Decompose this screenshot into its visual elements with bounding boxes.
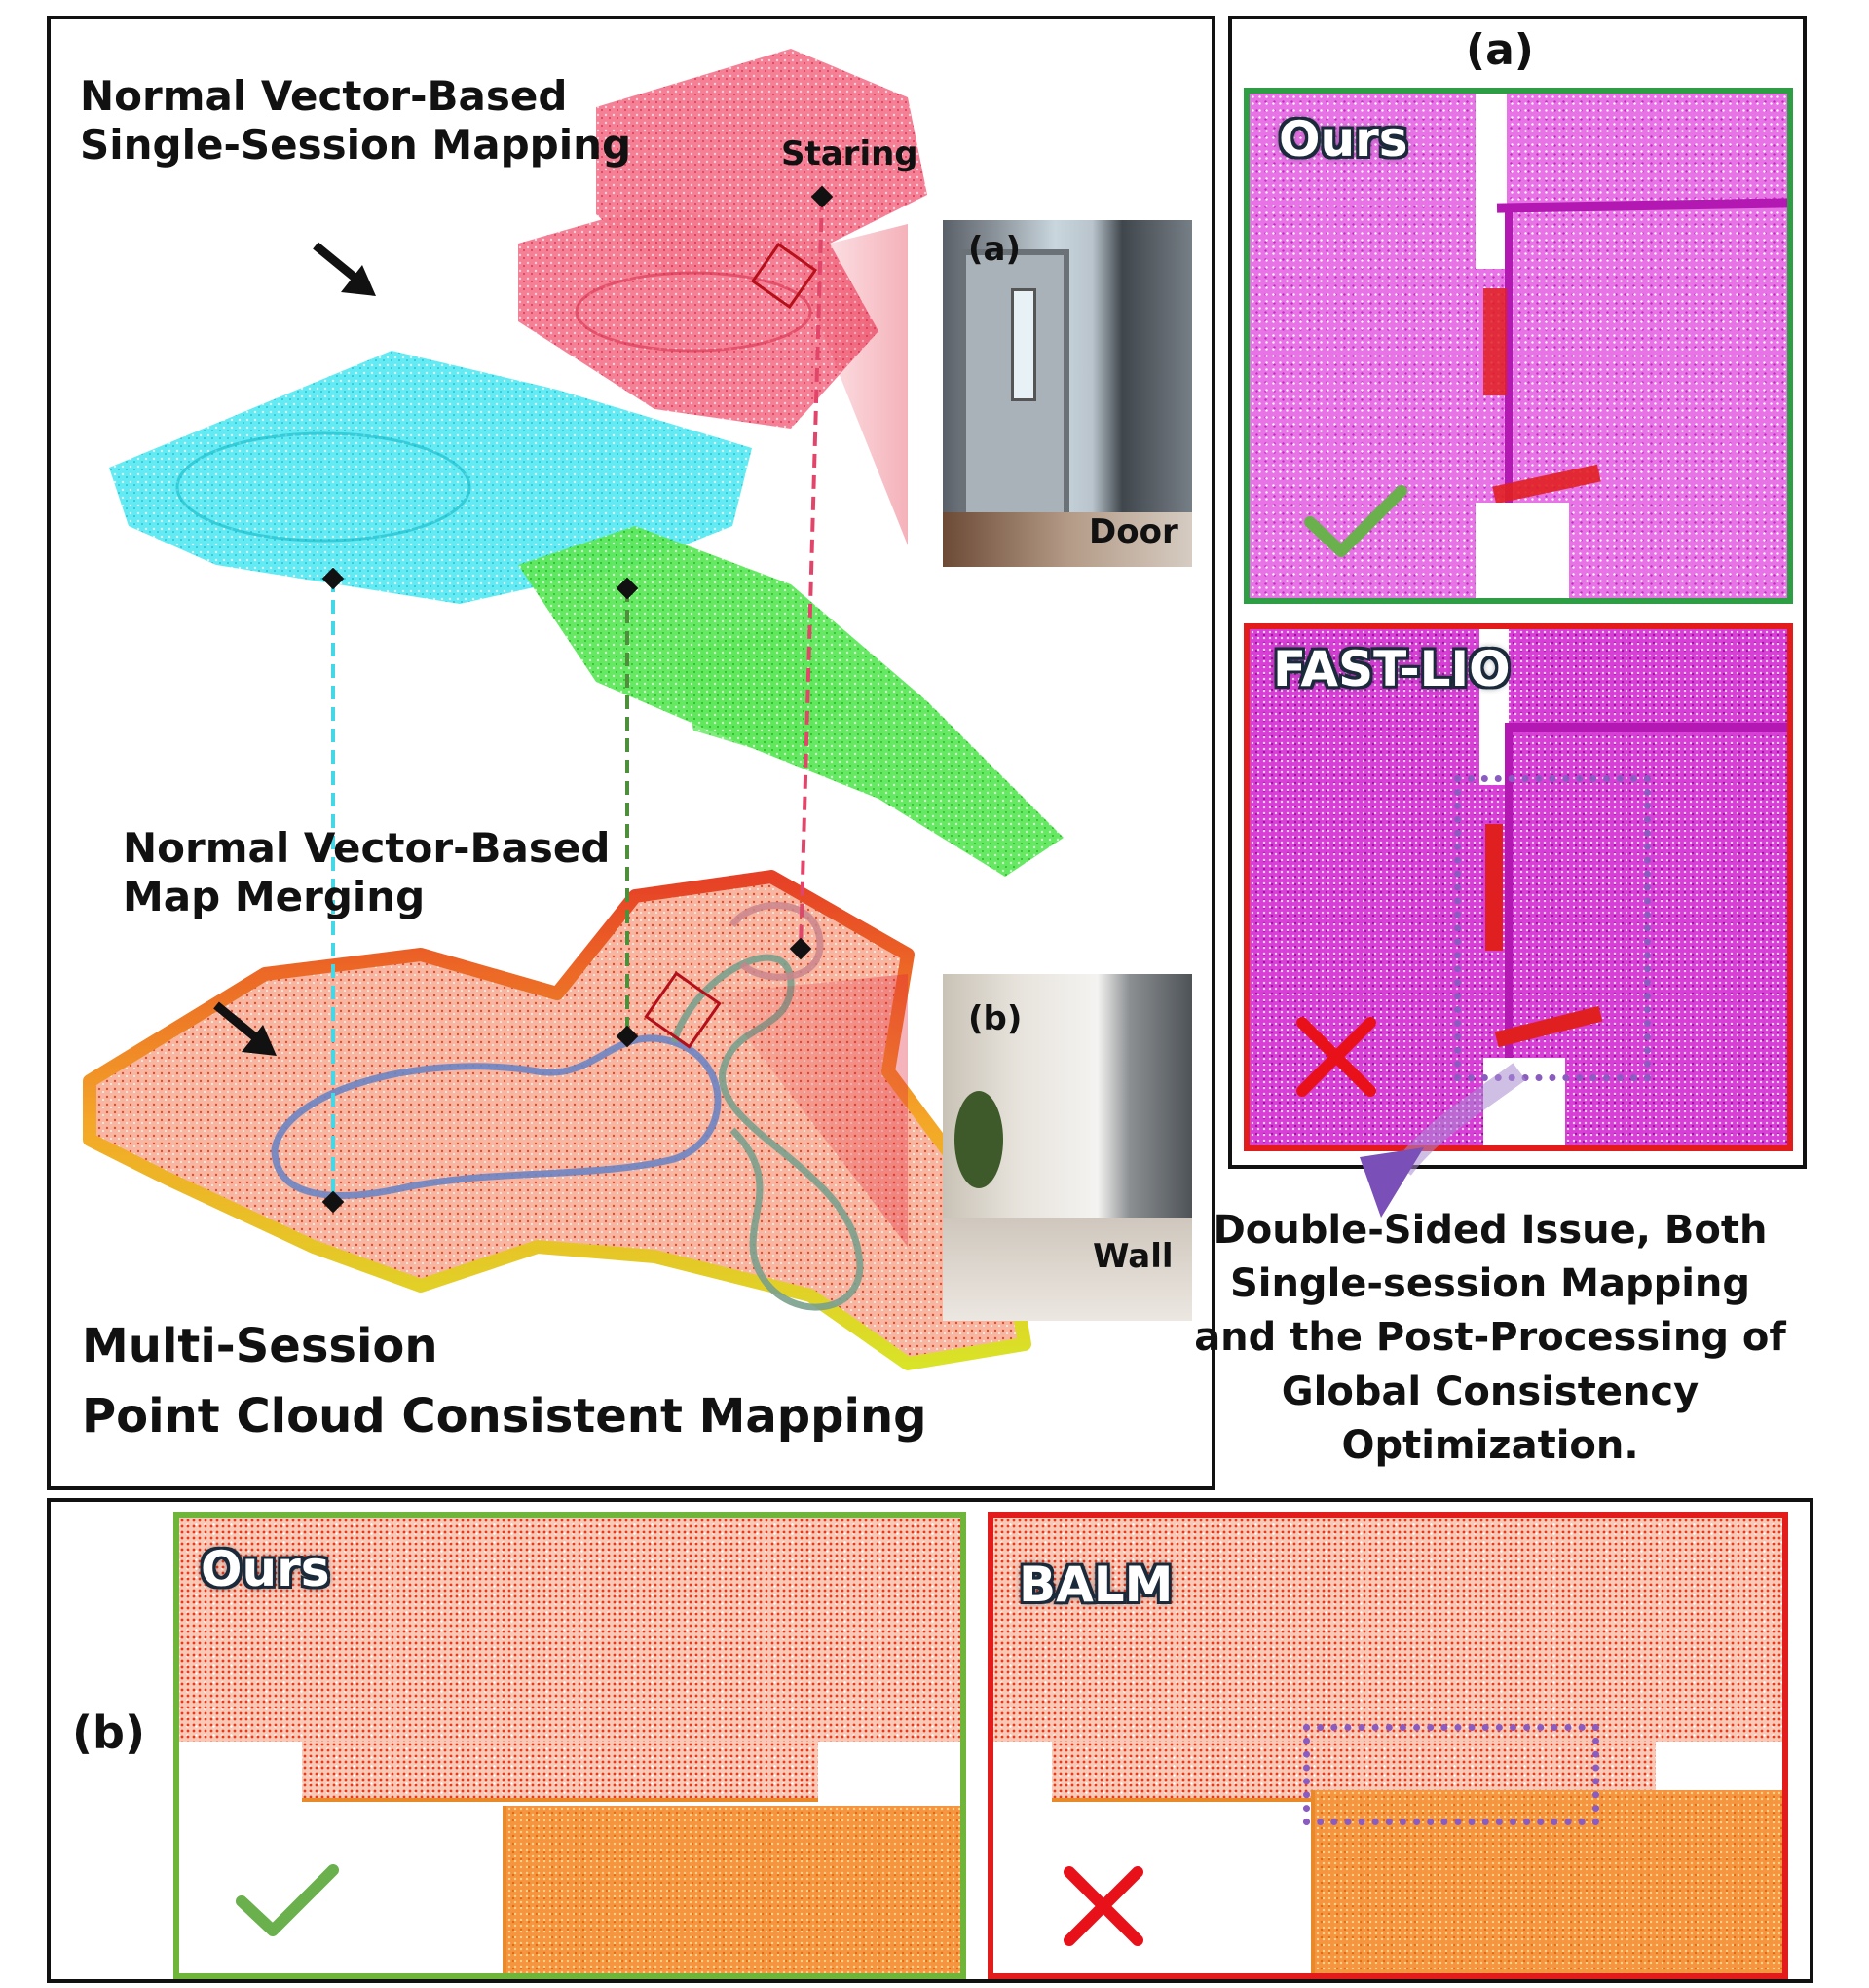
wall-line-fl bbox=[1505, 723, 1789, 732]
inset-b-tag: (b) bbox=[968, 999, 1022, 1038]
wall-line bbox=[1497, 198, 1789, 212]
balm-label: BALM bbox=[1019, 1557, 1173, 1613]
ours-upper-step bbox=[302, 1742, 818, 1800]
multi-session-label: Multi-Session Point Cloud Consistent Map… bbox=[82, 1311, 927, 1451]
wall-photo: (b) Wall bbox=[943, 974, 1192, 1321]
cross-icon-b bbox=[1060, 1862, 1147, 1950]
main-panel: Normal Vector-Based Single-Session Mappi… bbox=[47, 16, 1215, 1490]
fastlio-closeup: FAST-LIO bbox=[1244, 623, 1793, 1151]
ours-edge-line bbox=[302, 1798, 818, 1802]
check-icon bbox=[1302, 483, 1409, 561]
ours-lower-edge bbox=[503, 1806, 506, 1979]
single-session-label: Normal Vector-Based Single-Session Mappi… bbox=[80, 72, 631, 170]
issue-caption: Double-Sided Issue, Both Single-session … bbox=[1178, 1204, 1802, 1473]
balm-closeup: BALM bbox=[988, 1512, 1788, 1979]
bottom-panel-b: (b) Ours BALM bbox=[47, 1498, 1813, 1983]
staring-label: Staring bbox=[781, 134, 918, 173]
corridor-gap bbox=[1476, 94, 1507, 269]
issue-highlight-box bbox=[1454, 775, 1651, 1081]
right-panel-tag: (a) bbox=[1466, 25, 1534, 75]
wall-caption: Wall bbox=[1093, 1237, 1174, 1276]
ours-closeup-b: Ours bbox=[173, 1512, 966, 1979]
wall-plant bbox=[954, 1091, 1003, 1188]
cross-icon bbox=[1292, 1013, 1380, 1101]
door-edge-red bbox=[1483, 288, 1507, 395]
inset-a-tag: (a) bbox=[968, 230, 1021, 269]
ours-closeup-a: Ours bbox=[1244, 88, 1793, 604]
right-panel-a: (a) Ours FAST-LIO bbox=[1228, 16, 1807, 1169]
balm-highlight-box bbox=[1303, 1724, 1599, 1825]
balm-upper-region bbox=[993, 1518, 1782, 1742]
arrow-single-session bbox=[316, 245, 376, 296]
door-window bbox=[1011, 288, 1036, 401]
check-icon-b bbox=[234, 1862, 341, 1940]
bottom-panel-tag: (b) bbox=[72, 1707, 145, 1759]
door-caption: Door bbox=[1089, 512, 1178, 551]
ours-label-b: Ours bbox=[201, 1541, 330, 1597]
ours-label-a: Ours bbox=[1279, 111, 1408, 168]
door-opening bbox=[1476, 503, 1569, 604]
map-merging-label: Normal Vector-Based Map Merging bbox=[123, 824, 610, 922]
fastlio-label: FAST-LIO bbox=[1273, 641, 1511, 697]
ours-lower-region bbox=[506, 1806, 964, 1979]
door-photo: (a) Door bbox=[943, 220, 1192, 567]
